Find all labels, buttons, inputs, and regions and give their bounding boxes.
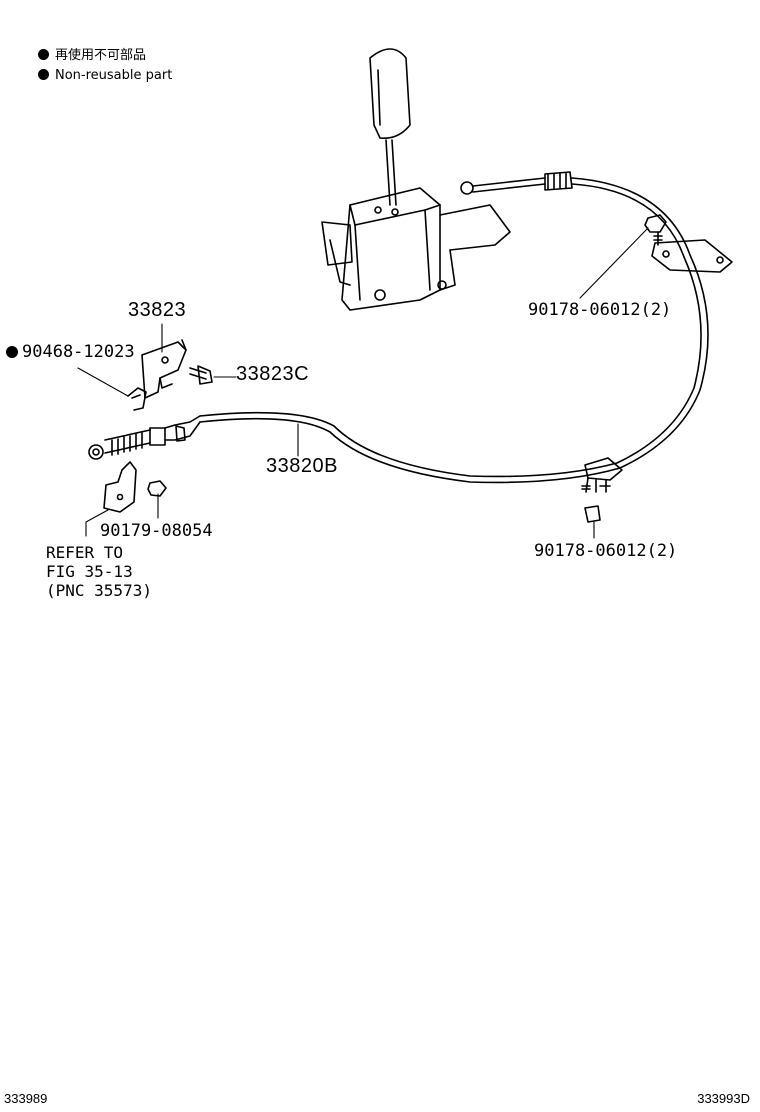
footer-left-code: 333989 — [4, 1091, 48, 1106]
part-label-33823[interactable]: 33823 — [128, 299, 187, 321]
refer-note: REFER TO FIG 35-13 (PNC 35573) — [46, 543, 152, 600]
part-label-90468-12023[interactable]: 90468-12023 — [6, 342, 135, 362]
part-label-33820b[interactable]: 33820B — [266, 455, 338, 477]
part-number-90468: 90468-12023 — [22, 342, 135, 362]
cable-end-shifter-drawing — [460, 171, 573, 195]
shifter-housing-drawing — [321, 187, 511, 311]
cable-end-transmission-drawing — [88, 415, 201, 460]
part-label-33823c[interactable]: 33823C — [236, 363, 310, 385]
nut-drawings — [147, 214, 667, 523]
legend-japanese: 再使用不可部品 — [38, 48, 146, 64]
shift-knob-drawing — [369, 48, 411, 206]
legend-english-text: Non-reusable part — [55, 68, 173, 83]
bracket-33823-drawing — [141, 339, 187, 399]
clip-90468-drawing — [127, 387, 147, 411]
legend-japanese-text: 再使用不可部品 — [55, 48, 147, 63]
refer-line-3: (PNC 35573) — [46, 581, 152, 600]
non-reusable-dot-icon — [38, 69, 49, 80]
refer-line-2[interactable]: FIG 35-13 — [46, 562, 133, 581]
part-label-90178-06012-bottom[interactable]: 90178-06012(2) — [534, 541, 678, 561]
legend-english: Non-reusable part — [38, 68, 172, 84]
part-label-90179-08054[interactable]: 90179-08054 — [100, 521, 213, 541]
part-label-90178-06012-top[interactable]: 90178-06012(2) — [528, 300, 672, 320]
leader-lines — [77, 227, 649, 539]
non-reusable-dot-icon — [38, 49, 49, 60]
control-cable-drawing — [199, 177, 733, 493]
bracket-90179-drawing — [103, 461, 137, 513]
refer-line-1: REFER TO — [46, 543, 124, 562]
footer-right-code: 333993D — [697, 1091, 750, 1106]
bolt-33823c-drawing — [189, 365, 213, 385]
